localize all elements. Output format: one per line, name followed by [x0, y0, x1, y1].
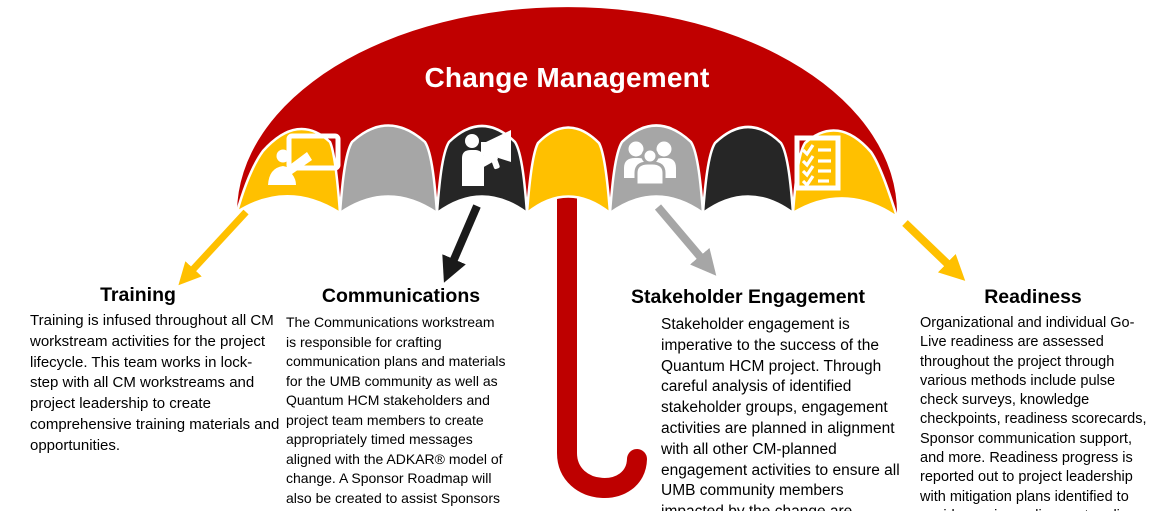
body-communications: The Communications workstream is respons… [286, 314, 506, 511]
heading-training: Training [100, 284, 176, 306]
canopy-panel-6 [701, 125, 795, 215]
canopy-panel-2 [338, 124, 439, 215]
arrow-readiness [902, 220, 966, 281]
heading-stakeholder-engagement: Stakeholder Engagement [630, 286, 866, 308]
diagram-title: Change Management [425, 62, 710, 93]
canopy-panel-center [525, 126, 612, 215]
body-training: Training is infused throughout all CM wo… [30, 312, 280, 454]
arrow-training [178, 209, 249, 286]
arrow-stakeholder-engagement [654, 204, 717, 276]
people-group-icon [624, 141, 676, 187]
body-stakeholder-engagement: Stakeholder engagement is imperative to … [661, 316, 900, 511]
checklist-icon [794, 135, 841, 191]
arrow-communications [442, 204, 481, 283]
heading-readiness: Readiness [984, 286, 1082, 308]
canopy-panel-readiness [791, 129, 899, 219]
trainer-presentation-icon [268, 133, 341, 185]
heading-communications: Communications [321, 285, 481, 307]
umbrella-handle [557, 158, 647, 498]
body-readiness: Organizational and individual Go- Live r… [920, 315, 1147, 511]
megaphone-person-icon [462, 130, 511, 186]
